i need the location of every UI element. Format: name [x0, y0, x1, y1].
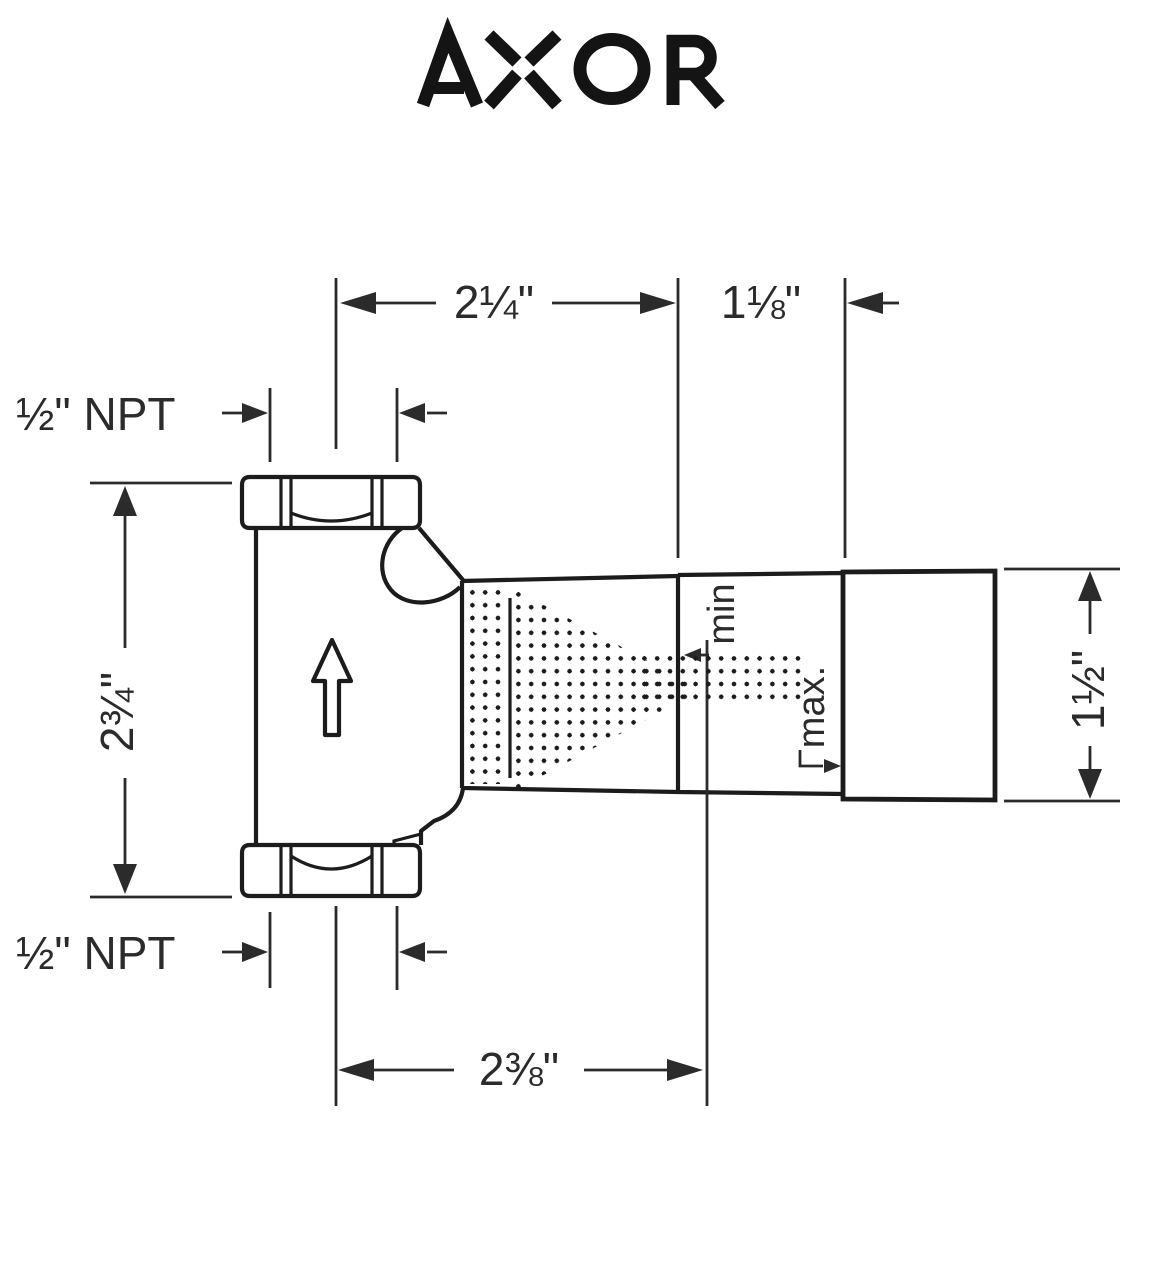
- arrow-left-icon: [399, 403, 425, 423]
- arrow-up-icon: [113, 486, 137, 516]
- marker-depth-min: min: [684, 583, 743, 662]
- dim-label-thread-bottom: ½" NPT: [16, 927, 175, 979]
- extension-lines: [90, 278, 1120, 1106]
- top-hex-nut: [239, 474, 423, 531]
- dim-label-top-width: 2¼": [454, 276, 534, 328]
- arrow-up-icon: [1078, 571, 1102, 601]
- logo-letter-o: [573, 33, 651, 105]
- dim-wall-offset: 1⅛": [721, 276, 899, 328]
- arrow-left-icon: [340, 292, 376, 314]
- dim-label-sleeve-height: 1½": [1062, 650, 1114, 730]
- dim-thread-bottom: ½" NPT: [16, 927, 447, 979]
- label-depth-min: min: [701, 583, 743, 644]
- dim-label-base-width: 2⅜": [479, 1043, 559, 1095]
- arrow-down-icon: [113, 864, 137, 894]
- bottom-nut-tab: [392, 832, 422, 845]
- logo-letter-r: [666, 34, 725, 110]
- logo-letter-a: [416, 16, 484, 108]
- top-hex-nut-facets: [279, 477, 384, 528]
- side-port-lobe: [417, 526, 465, 582]
- bottom-hex-nut: [239, 842, 423, 899]
- dimension-annotations: 2¼" 1⅛" ½" NPT ½" NPT: [16, 276, 1120, 1106]
- dim-sleeve-height: 1½": [1062, 571, 1114, 799]
- arrow-left-icon: [338, 1059, 374, 1081]
- flow-arrow-icon: [310, 637, 354, 738]
- dim-label-thread-top: ½" NPT: [16, 388, 175, 440]
- cartridge-housing: [459, 573, 679, 795]
- bottom-hex-nut-chamfer: [290, 854, 373, 871]
- top-hex-nut-chamfer: [290, 511, 373, 523]
- arrow-right-icon: [667, 1059, 703, 1081]
- arrow-right-icon: [640, 292, 676, 314]
- dim-label-body-height: 2¾": [91, 672, 143, 752]
- dim-label-wall-offset: 1⅛": [721, 276, 801, 328]
- logo-letter-x: [484, 30, 562, 110]
- body-lower-transition: [418, 787, 466, 845]
- arrow-right-icon: [242, 403, 268, 423]
- protective-sleeve: [840, 568, 998, 803]
- bottom-hex-nut-facets: [279, 845, 384, 896]
- arrow-right-icon: [242, 942, 268, 962]
- cartridge-stipple-stream: [638, 652, 808, 706]
- side-port-lobe-arc: [380, 526, 462, 605]
- cartridge-stipple-band: [466, 586, 507, 784]
- arrow-down-icon: [1078, 769, 1102, 799]
- dim-base-width: 2⅜": [338, 1043, 703, 1095]
- arrow-left-icon: [399, 942, 425, 962]
- arrow-left-icon: [847, 292, 883, 314]
- dim-top-width: 2¼": [340, 276, 676, 328]
- axor-logo: [416, 16, 725, 110]
- dim-body-height: 2¾": [91, 486, 143, 894]
- arrow-right-icon: [824, 759, 841, 773]
- dim-thread-top: ½" NPT: [16, 388, 447, 440]
